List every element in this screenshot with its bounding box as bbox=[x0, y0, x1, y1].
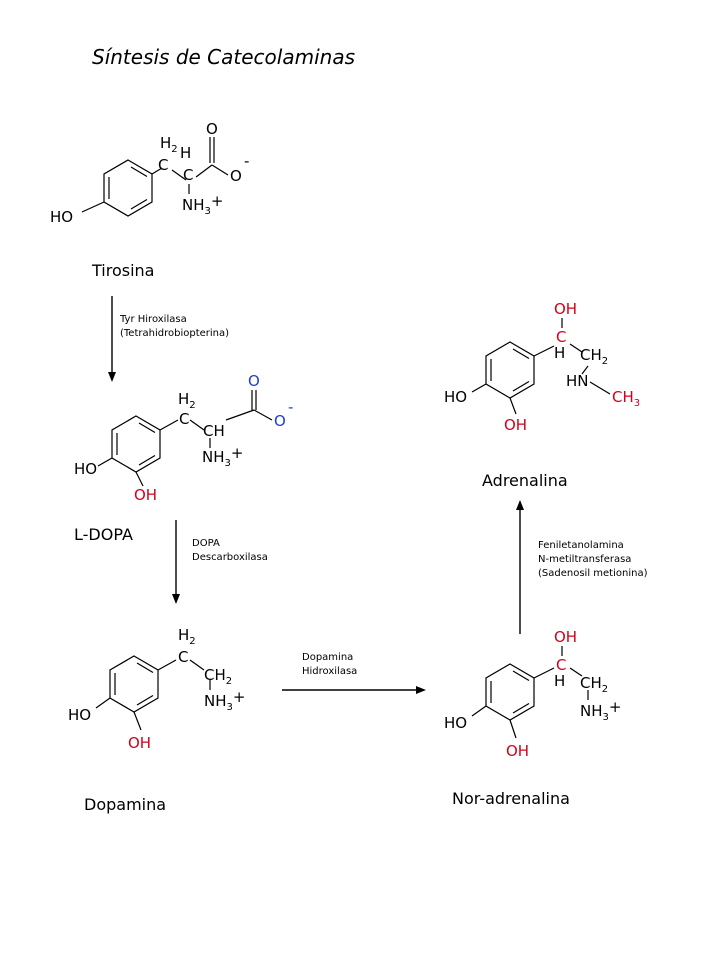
noradrenalina-bond-cc bbox=[569, 667, 583, 677]
ldopa-bond-c-cooh bbox=[225, 409, 255, 421]
noradrenalina-ho: HO bbox=[444, 714, 467, 732]
enzyme-step2-line1: DOPA bbox=[192, 538, 220, 549]
noradrenalina-oh: OH bbox=[506, 742, 529, 760]
adrenalina-oh-top: OH bbox=[554, 300, 577, 318]
enzyme-step4-line3: (Sadenosil metionina) bbox=[538, 568, 648, 579]
arrow-step1-head bbox=[108, 372, 116, 382]
noradrenalina-structure: HO OH OH C H CH2 NH3+ bbox=[444, 628, 621, 760]
enzyme-step4-line2: N-metiltransferasa bbox=[538, 554, 631, 565]
dopamina-bond-ch2 bbox=[157, 659, 177, 671]
ldopa-ring-inner bbox=[116, 422, 156, 466]
tirosina-charge-minus: - bbox=[244, 152, 249, 170]
ldopa-bond-cc bbox=[189, 419, 205, 431]
page-title: Síntesis de Catecolaminas bbox=[92, 45, 355, 69]
tirosina-ring-inner bbox=[108, 166, 148, 210]
ldopa-charge-minus: - bbox=[288, 398, 293, 416]
tirosina-h: H bbox=[180, 144, 191, 162]
adrenalina-bond-oh bbox=[509, 397, 517, 415]
adrenalina-bond-cn bbox=[581, 365, 589, 375]
noradrenalina-bond-oh bbox=[509, 719, 517, 739]
ldopa-ho: HO bbox=[74, 460, 97, 478]
ldopa-ch: CH bbox=[203, 422, 225, 440]
ldopa-bond-c-o bbox=[253, 409, 273, 421]
noradrenalina-oh-top: OH bbox=[554, 628, 577, 646]
dopamina-bond-cc bbox=[189, 659, 205, 671]
tirosina-o-side: O bbox=[230, 167, 242, 185]
noradrenalina-ring-inner bbox=[490, 670, 530, 714]
adrenalina-ch2: CH2 bbox=[580, 346, 608, 367]
enzyme-step1-line2: (Tetrahidrobiopterina) bbox=[120, 328, 229, 339]
dopamina-h2: H2 bbox=[178, 626, 196, 647]
tirosina-bond-c-cooh bbox=[195, 164, 213, 178]
ldopa-c1: C bbox=[179, 410, 189, 428]
adrenalina-h: H bbox=[554, 344, 565, 362]
arrow-step3-head bbox=[416, 686, 426, 694]
dopamina-label: Dopamina bbox=[84, 795, 166, 814]
noradrenalina-bond-c bbox=[533, 667, 555, 679]
adrenalina-ring-inner bbox=[490, 348, 530, 392]
adrenalina-ho: HO bbox=[444, 388, 467, 406]
tirosina-bond-ho bbox=[81, 201, 105, 213]
dopamina-ho: HO bbox=[68, 706, 91, 724]
tirosina-ho: HO bbox=[50, 208, 73, 226]
dopamina-c1: C bbox=[178, 648, 188, 666]
adrenalina-structure: HO OH OH C H CH2 HN CH3 bbox=[444, 300, 640, 434]
ldopa-bond-ho bbox=[97, 457, 113, 467]
tirosina-ring bbox=[103, 159, 153, 217]
tirosina-o-top: O bbox=[206, 120, 218, 138]
dopamina-oh: OH bbox=[128, 734, 151, 752]
noradrenalina-ch2: CH2 bbox=[580, 674, 608, 695]
noradrenalina-bond-ho bbox=[471, 705, 487, 717]
adrenalina-label: Adrenalina bbox=[482, 471, 568, 490]
tirosina-c2: C bbox=[183, 166, 193, 184]
arrow-step4-head bbox=[516, 500, 524, 510]
noradrenalina-h: H bbox=[554, 672, 565, 690]
adrenalina-bond-ho bbox=[471, 383, 487, 393]
ldopa-o-side: O bbox=[274, 412, 286, 430]
ldopa-bond-oh bbox=[135, 471, 144, 487]
tirosina-nh3: NH3+ bbox=[182, 192, 223, 217]
ldopa-o-top: O bbox=[248, 372, 260, 390]
enzyme-step3-line1: Dopamina bbox=[302, 652, 353, 663]
dopamina-ch2: CH2 bbox=[204, 666, 232, 687]
dopamina-nh3: NH3+ bbox=[204, 688, 245, 713]
tirosina-bond-c-o bbox=[211, 164, 229, 176]
adrenalina-bond-n-ch3 bbox=[589, 381, 611, 395]
noradrenalina-label: Nor-adrenalina bbox=[452, 789, 570, 808]
dopamina-bond-oh bbox=[133, 711, 142, 731]
enzyme-step4-line1: Feniletanolamina bbox=[538, 540, 624, 551]
enzyme-step2-line2: Descarboxilasa bbox=[192, 552, 268, 563]
ldopa-bond-ch2 bbox=[159, 419, 179, 431]
tirosina-structure: HO H2 C H C O O - NH3+ bbox=[50, 120, 249, 226]
noradrenalina-nh3: NH3+ bbox=[580, 698, 621, 723]
dopamina-structure: HO OH H2 C CH2 NH3+ bbox=[68, 626, 245, 752]
dopamina-bond-ho bbox=[95, 697, 111, 709]
ldopa-label: L-DOPA bbox=[74, 525, 133, 544]
noradrenalina-ring bbox=[485, 663, 535, 721]
arrow-step2-head bbox=[172, 594, 180, 604]
enzyme-step3-line2: Hidroxilasa bbox=[302, 666, 357, 677]
ldopa-ring bbox=[111, 415, 161, 473]
adrenalina-bond-c bbox=[533, 345, 555, 357]
tirosina-bond-cc bbox=[171, 169, 187, 181]
noradrenalina-c: C bbox=[556, 656, 566, 674]
tirosina-h2: H2 bbox=[160, 134, 178, 155]
adrenalina-oh: OH bbox=[504, 416, 527, 434]
ldopa-structure: HO OH H2 C CH O O - NH3+ bbox=[74, 372, 293, 504]
enzyme-step1-line1: Tyr Hiroxilasa bbox=[119, 314, 187, 325]
ldopa-nh3: NH3+ bbox=[202, 444, 243, 469]
dopamina-ring bbox=[109, 655, 159, 713]
adrenalina-hn: HN bbox=[566, 372, 589, 390]
dopamina-ring-inner bbox=[114, 662, 154, 706]
adrenalina-ring bbox=[485, 341, 535, 399]
tirosina-label: Tirosina bbox=[91, 261, 154, 280]
ldopa-oh: OH bbox=[134, 486, 157, 504]
adrenalina-ch3: CH3 bbox=[612, 388, 640, 409]
adrenalina-c: C bbox=[556, 328, 566, 346]
ldopa-h2: H2 bbox=[178, 390, 196, 411]
tirosina-c1: C bbox=[158, 156, 168, 174]
tirosina-bond-ch2 bbox=[151, 167, 163, 175]
adrenalina-bond-cc bbox=[569, 343, 583, 353]
